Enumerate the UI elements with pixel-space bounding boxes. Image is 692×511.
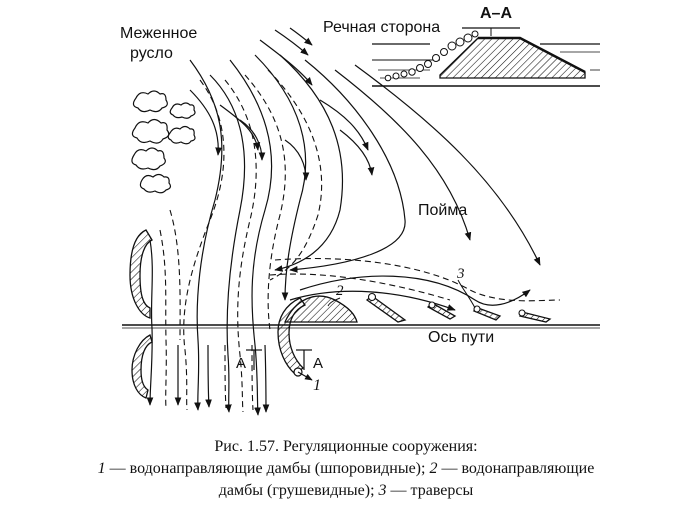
- caption-line-3: дамбы (грушевидные); 3 — траверсы: [218, 482, 474, 499]
- leader-lines: [327, 279, 476, 309]
- dam-1-arrow: [297, 371, 313, 381]
- spur-dam-upper: [129, 229, 153, 319]
- label-river-side: Речная сторона: [323, 19, 441, 36]
- figure-caption: Рис. 1.57. Регуляционные сооружения: 1 —…: [0, 436, 692, 502]
- label-track-axis: Ось пути: [428, 329, 495, 346]
- label-num-3: 3: [457, 266, 465, 282]
- label-floodplain: Пойма: [418, 202, 468, 219]
- diagram-svg: [122, 27, 600, 416]
- spur-dam-lower: [131, 334, 153, 399]
- label-low-water-1: Меженное: [120, 25, 198, 42]
- label-section: А–А: [480, 5, 513, 22]
- label-num-1: 1: [313, 377, 321, 394]
- track-axis-line: [122, 324, 600, 329]
- label-section-mark-right: А: [313, 355, 324, 372]
- section-marks: [246, 349, 312, 370]
- traverses: [365, 292, 552, 323]
- label-low-water-2: русло: [130, 45, 173, 62]
- label-num-2: 2: [336, 283, 344, 299]
- caption-line-2: 1 — водонаправляющие дамбы (шпоровидные)…: [97, 460, 595, 477]
- caption-line-1: Рис. 1.57. Регуляционные сооружения:: [214, 438, 478, 455]
- section-inset: [372, 27, 600, 87]
- dashed-flow-lines: [159, 69, 561, 413]
- diagram: Меженное русло Речная сторона А–А Пойма …: [120, 5, 600, 416]
- label-section-mark-left: А: [236, 355, 247, 372]
- bank-shrubs: [131, 90, 196, 194]
